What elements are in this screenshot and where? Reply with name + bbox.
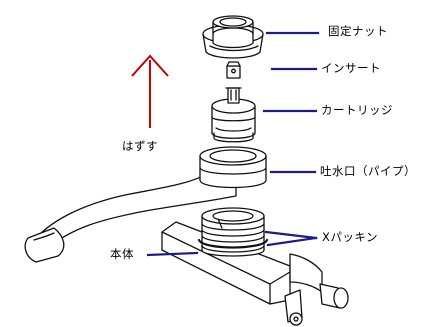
arrow-up-icon xyxy=(131,54,169,128)
label-fixing-nut: 固定ナット xyxy=(328,24,388,38)
label-body: 本体 xyxy=(110,247,134,261)
label-spout: 吐水口（パイプ） xyxy=(320,164,416,178)
insert-part xyxy=(226,61,241,79)
leader-x-packing-1 xyxy=(264,230,318,240)
label-remove: はずす xyxy=(122,139,158,153)
leader-body xyxy=(146,251,199,257)
label-x-packing: Xパッキン xyxy=(322,230,379,244)
spout-part xyxy=(24,146,267,263)
faucet-body-part xyxy=(161,207,349,326)
label-insert: インサート xyxy=(321,61,381,75)
fixing-nut-part xyxy=(202,15,264,59)
cartridge-part xyxy=(211,87,256,143)
leader-x-packing-2 xyxy=(266,236,318,247)
label-cartridge: カートリッジ xyxy=(321,103,393,117)
